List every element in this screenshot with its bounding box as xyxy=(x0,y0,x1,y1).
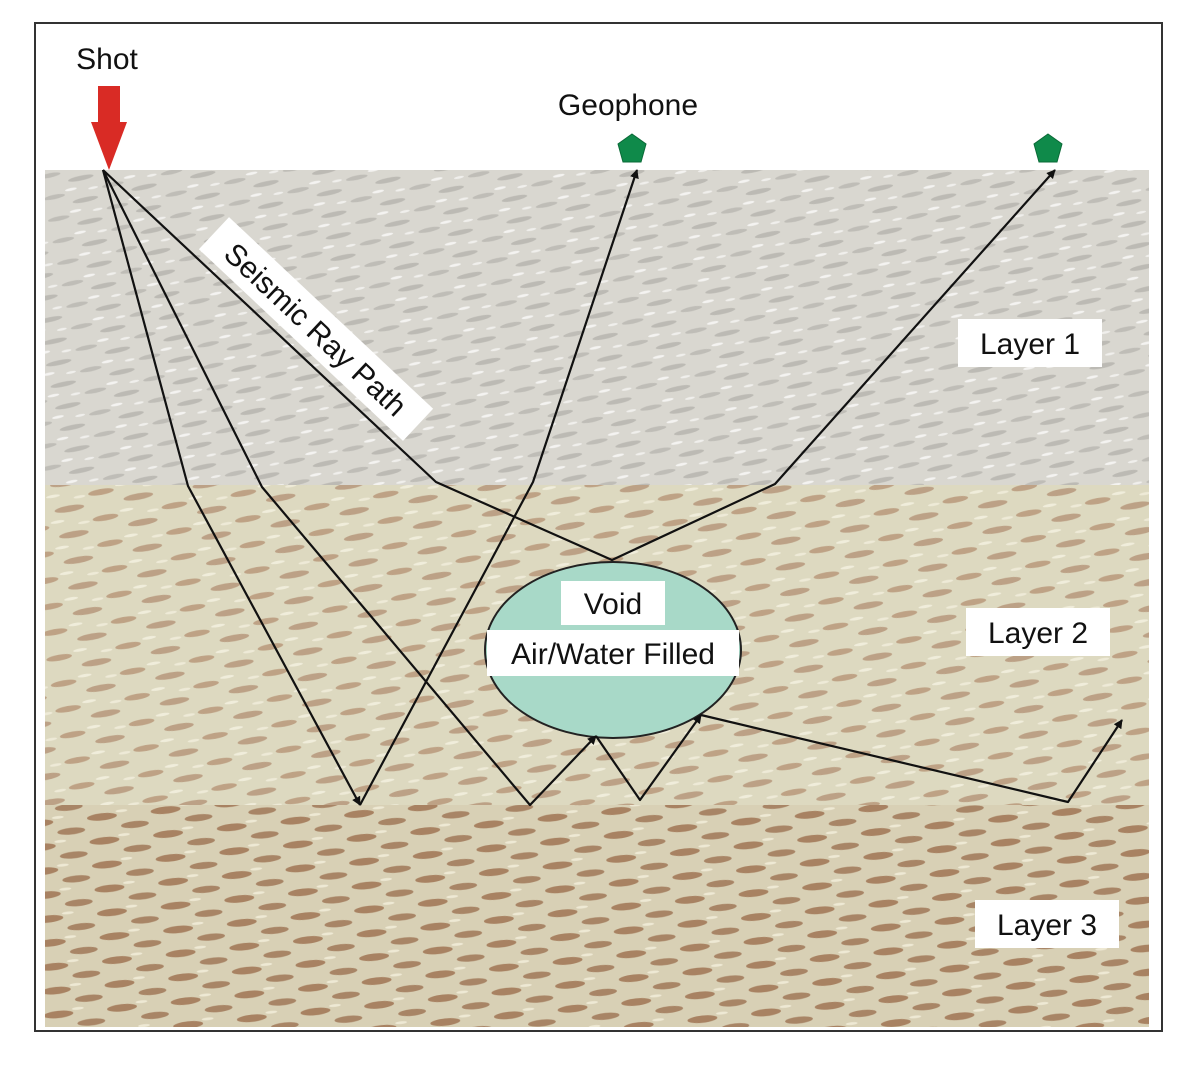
ray-path xyxy=(700,713,1123,804)
void-fill-label: Air/Water Filled xyxy=(511,638,715,671)
ray-paths xyxy=(101,169,1123,807)
void-label: Void xyxy=(584,588,642,621)
geophone-icon xyxy=(617,133,647,163)
ray-path xyxy=(102,169,597,807)
layer-1-label: Layer 1 xyxy=(980,328,1080,361)
ray-path xyxy=(102,169,1056,562)
ray-path xyxy=(359,169,639,806)
void-label-box xyxy=(561,581,665,625)
ray-path xyxy=(595,714,702,802)
layer-1-label-box xyxy=(958,319,1102,367)
layer-2-label-box xyxy=(966,608,1110,656)
geophone-icon xyxy=(1033,133,1063,163)
layer-3-label: Layer 3 xyxy=(997,909,1097,942)
void-fill-label-box xyxy=(487,630,739,676)
geophone-label: Geophone xyxy=(558,89,698,122)
layer-3-label-box xyxy=(975,900,1119,948)
shot-label: Shot xyxy=(76,43,138,76)
ray-path xyxy=(101,169,361,806)
layer-3 xyxy=(45,805,1149,1027)
layer-2-label: Layer 2 xyxy=(988,617,1088,650)
shot-arrow-icon xyxy=(91,86,127,170)
